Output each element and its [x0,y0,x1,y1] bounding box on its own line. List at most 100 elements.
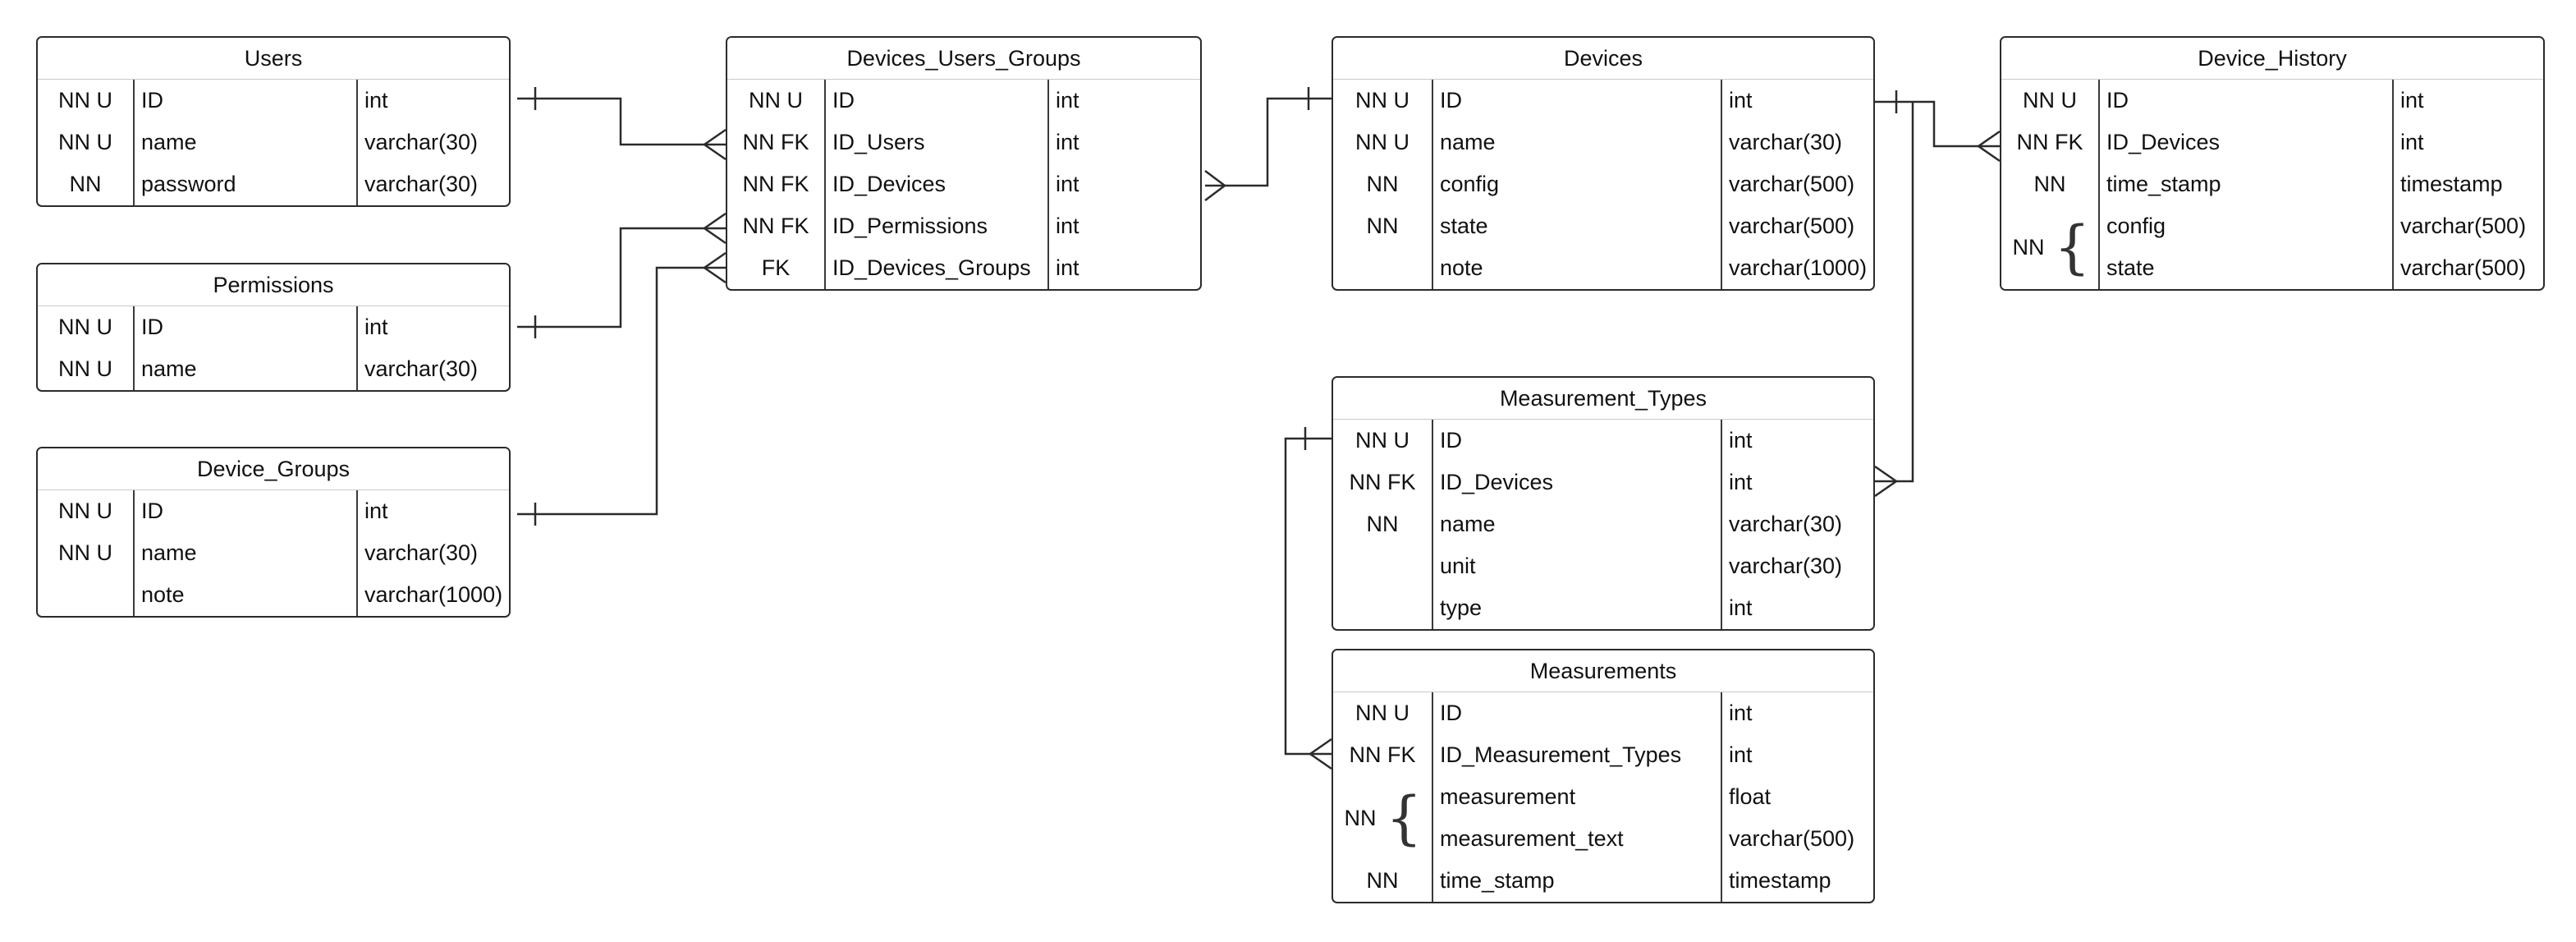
field-type: timestamp [1721,860,1873,902]
field-type: varchar(500) [2392,247,2543,289]
field-type: int [1047,247,1200,289]
field-name: ID [2098,80,2392,122]
table-title: Device_History [2001,38,2543,80]
field-key: NN FK [742,130,809,154]
field-type: float [1721,776,1873,818]
field-name: unit [1432,545,1721,587]
relationship-devices-mtypes [1875,102,1914,483]
field-type: int [1047,122,1200,163]
field-name: time_stamp [1432,860,1721,902]
many-marker [1976,130,2001,163]
field-name: config [1432,163,1721,205]
field-name: ID_Permissions [824,205,1047,247]
table-title: Device_Groups [38,448,509,490]
field-key: NN U [1355,130,1409,154]
field-type: int [356,490,509,532]
field-key: NN FK [1349,742,1416,767]
relationship-users-dug [517,97,726,146]
relationship-devices-dug [1205,97,1332,187]
many-marker [1308,738,1332,770]
field-key: NN [1366,214,1399,238]
relationship-devices-history [1875,100,2000,148]
table-title: Devices [1333,38,1873,80]
field-key [38,574,133,616]
field-name: state [2098,247,2392,289]
table-title: Devices_Users_Groups [727,38,1200,80]
table-title: Permissions [38,264,509,306]
field-key [1333,587,1432,629]
field-name: type [1432,587,1721,629]
field-name: ID [133,490,356,532]
field-key: NN U [58,315,112,339]
field-type: int [356,306,509,348]
field-key: NN [1366,512,1399,536]
field-key: NN [2033,172,2066,196]
field-key: FK [761,255,791,280]
field-key [1333,247,1432,289]
field-key: NN U [2023,88,2077,113]
field-key: NN [69,172,102,196]
field-type: timestamp [2392,163,2543,205]
relationship-devicegroups-dug [517,266,726,516]
brace-icon: { [2054,214,2091,281]
field-name: ID_Devices [1432,462,1721,503]
relationship-permissions-dug [517,227,726,329]
field-key: NN U [58,88,112,113]
field-type: varchar(1000) [1721,247,1873,289]
field-type: int [1721,420,1873,462]
field-type: int [1721,80,1873,122]
field-name: note [133,574,356,616]
field-name: ID_Devices [2098,122,2392,163]
table-title: Users [38,38,509,80]
field-type: varchar(30) [1721,122,1873,163]
field-name: measurement_text [1432,818,1721,860]
field-type: varchar(30) [356,348,509,390]
field-type: int [356,80,509,122]
field-name: name [133,532,356,574]
field-name: config [2098,205,2392,247]
group-constraint-label: NN [1333,776,1387,860]
table-title: Measurement_Types [1333,378,1873,420]
many-marker [702,128,727,161]
many-marker [702,212,727,245]
field-type: int [1721,692,1873,734]
field-type: varchar(500) [2392,205,2543,247]
field-key: NN [1366,172,1399,196]
field-type: varchar(30) [356,532,509,574]
field-key: NN FK [742,172,809,196]
field-name: ID [133,306,356,348]
field-name: note [1432,247,1721,289]
field-key: NN U [1355,88,1409,113]
field-type: varchar(500) [1721,818,1873,860]
field-name: ID_Devices [824,163,1047,205]
field-key: NN U [58,130,112,154]
field-name: ID [1432,80,1721,122]
field-name: password [133,163,356,205]
field-name: state [1432,205,1721,247]
field-type: varchar(30) [356,122,509,163]
field-key: NN U [58,499,112,523]
field-name: ID_Measurement_Types [1432,734,1721,776]
field-name: name [133,122,356,163]
field-key: NN U [1355,701,1409,725]
field-name: ID [133,80,356,122]
table-title: Measurements [1333,650,1873,692]
field-key: NN FK [1349,470,1416,494]
field-key [1333,545,1432,587]
field-name: time_stamp [2098,163,2392,205]
field-type: varchar(30) [1721,503,1873,545]
